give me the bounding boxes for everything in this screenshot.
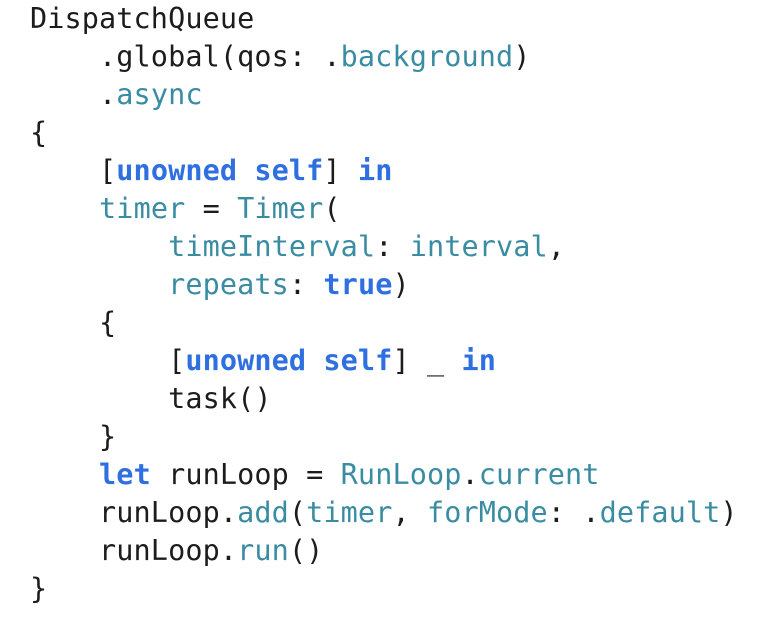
code-line: }	[30, 418, 738, 456]
code-identifier: interval	[409, 230, 548, 263]
code-identifier: timer	[306, 496, 393, 529]
code-text: :	[375, 230, 410, 263]
code-text: .	[461, 458, 479, 491]
code-identifier: default	[599, 496, 721, 529]
code-line: }	[30, 570, 738, 608]
code-identifier: timeInterval	[168, 230, 376, 263]
code-identifier: add	[237, 496, 289, 529]
code-line: {	[30, 114, 738, 152]
code-text: ,	[547, 230, 566, 263]
code-line: DispatchQueue	[30, 0, 738, 38]
code-keyword: unowned	[116, 154, 238, 187]
code-line: let runLoop = RunLoop.current	[30, 456, 738, 494]
code-text: {	[30, 116, 48, 149]
code-identifier: Timer	[237, 192, 324, 225]
code-identifier: run	[237, 534, 289, 567]
code-line: timeInterval: interval,	[30, 228, 738, 266]
code-keyword: self	[323, 344, 393, 377]
code-text: :	[288, 268, 324, 301]
code-identifier: RunLoop	[340, 458, 462, 491]
code-line: runLoop.run()	[30, 532, 738, 570]
code-text: }	[30, 420, 117, 453]
code-identifier: current	[478, 458, 600, 491]
code-identifier: background	[340, 40, 514, 73]
code-text	[30, 230, 168, 263]
code-line: repeats: true)	[30, 266, 738, 304]
code-keyword: true	[323, 268, 393, 301]
code-line: .async	[30, 76, 738, 114]
code-line: runLoop.add(timer, forMode: .default)	[30, 494, 738, 532]
code-text	[30, 458, 99, 491]
code-keyword: let	[99, 458, 151, 491]
code-text: (	[323, 192, 341, 225]
code-line: timer = Timer(	[30, 190, 738, 228]
code-text: [	[30, 344, 186, 377]
code-text: }	[30, 572, 48, 605]
code-text	[306, 344, 323, 377]
code-identifier: async	[116, 78, 203, 111]
code-identifier: repeats	[168, 268, 289, 301]
code-text: {	[30, 306, 117, 339]
code-text: runLoop =	[150, 458, 341, 491]
code-keyword: in	[461, 344, 497, 377]
code-line: task()	[30, 380, 738, 418]
code-line: {	[30, 304, 738, 342]
code-keyword: unowned	[185, 344, 307, 377]
code-text: (	[288, 496, 307, 529]
code-text: .global(qos: .	[30, 40, 341, 73]
code-text: =	[185, 192, 238, 225]
code-text: DispatchQueue	[30, 2, 255, 35]
code-text: runLoop.	[30, 496, 238, 529]
code-line: .global(qos: .background)	[30, 38, 738, 76]
code-text: ,	[392, 496, 427, 529]
code-text: )	[392, 268, 410, 301]
code-identifier: forMode	[426, 496, 548, 529]
code-text: : .	[547, 496, 600, 529]
code-text: [	[30, 154, 117, 187]
code-text: ()	[288, 534, 324, 567]
code-identifier: timer	[99, 192, 186, 225]
code-text: ] _	[392, 344, 462, 377]
code-block: DispatchQueue .global(qos: .background) …	[30, 0, 738, 608]
code-text	[30, 192, 99, 225]
code-text: task()	[30, 382, 272, 415]
code-text	[30, 268, 168, 301]
code-text: .	[30, 78, 117, 111]
code-line: [unowned self] _ in	[30, 342, 738, 380]
code-line: [unowned self] in	[30, 152, 738, 190]
code-text: runLoop.	[30, 534, 238, 567]
code-keyword: self	[254, 154, 324, 187]
code-text	[237, 154, 254, 187]
code-text: )	[513, 40, 531, 73]
code-keyword: in	[357, 154, 393, 187]
code-text: )	[720, 496, 738, 529]
code-text: ]	[323, 154, 358, 187]
